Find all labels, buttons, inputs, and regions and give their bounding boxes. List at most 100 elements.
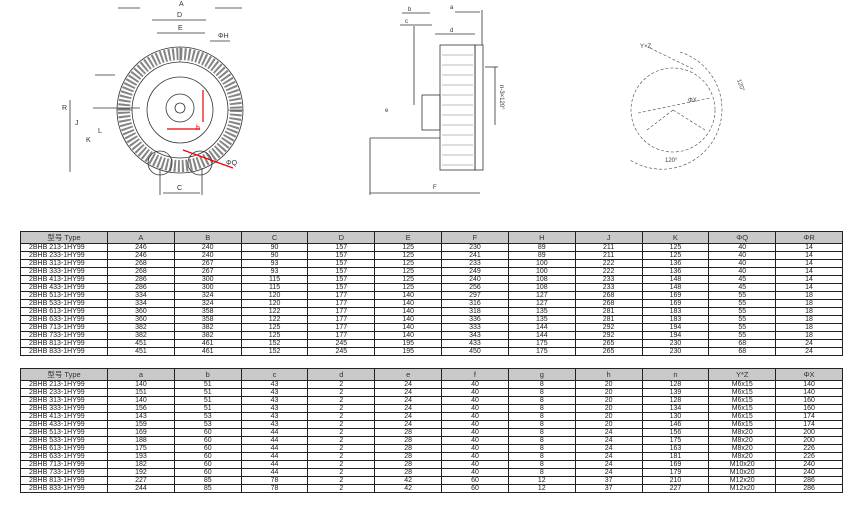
dimension-cell: 2 xyxy=(307,460,376,469)
dimension-cell: M6x15 xyxy=(708,396,777,405)
column-header: A xyxy=(107,231,175,244)
dimension-cell: 14 xyxy=(775,259,843,268)
dimension-cell: 44 xyxy=(240,452,309,461)
dimension-cell: 60 xyxy=(173,436,242,445)
dimension-cell: 292 xyxy=(574,331,643,340)
dimension-cell: 93 xyxy=(240,259,309,268)
dimension-cell: 125 xyxy=(374,275,443,284)
dimension-cell: 125 xyxy=(374,283,443,292)
dimension-cell: 100 xyxy=(507,267,576,276)
dimension-cell: 51 xyxy=(173,388,242,397)
dimension-cell: 40 xyxy=(441,396,509,405)
column-header: ΦX xyxy=(775,368,843,381)
dimension-cell: 55 xyxy=(708,315,777,324)
dimension-cell: 343 xyxy=(441,331,509,340)
dimension-cell: 40 xyxy=(441,420,509,429)
dimension-cell: 40 xyxy=(441,380,509,389)
dimension-cell: 125 xyxy=(240,331,309,340)
column-header: g xyxy=(507,368,576,381)
dimension-cell: 144 xyxy=(507,323,576,332)
dimension-cell: 24 xyxy=(574,428,643,437)
dimension-cell: 451 xyxy=(107,347,175,356)
model-type-cell: 2BHB 213-1HY99 xyxy=(20,380,108,389)
svg-text:d: d xyxy=(450,28,453,34)
dimension-cell: 125 xyxy=(374,251,443,260)
svg-text:D: D xyxy=(177,12,182,19)
dimension-cell: 195 xyxy=(374,347,443,356)
dimension-cell: 233 xyxy=(574,275,643,284)
svg-text:c: c xyxy=(405,19,408,25)
dimension-cell: 148 xyxy=(641,283,710,292)
dimension-cell: 245 xyxy=(307,347,376,356)
dimension-cell: 40 xyxy=(441,468,509,477)
dimension-cell: 159 xyxy=(107,420,175,429)
dimension-cell: 130 xyxy=(641,412,710,421)
dimension-cell: 268 xyxy=(574,291,643,300)
dimension-cell: 125 xyxy=(641,251,710,260)
dimension-cell: 37 xyxy=(574,484,643,493)
dimension-cell: 28 xyxy=(374,444,443,453)
dimension-cell: 265 xyxy=(574,339,643,348)
dimension-cell: M8x20 xyxy=(708,444,777,453)
dimension-cell: 241 xyxy=(441,251,509,260)
dimension-cell: M12x20 xyxy=(708,484,777,493)
column-header: F xyxy=(441,231,509,244)
dimension-cell: 177 xyxy=(307,299,376,308)
dimension-cell: 28 xyxy=(374,436,443,445)
dimension-cell: 2 xyxy=(307,412,376,421)
dimension-cell: 200 xyxy=(775,428,843,437)
dimension-cell: 40 xyxy=(708,267,777,276)
dimension-cell: 156 xyxy=(641,428,710,437)
dimension-cell: 18 xyxy=(775,331,843,340)
dimension-cell: 140 xyxy=(374,323,443,332)
dimension-cell: 177 xyxy=(307,323,376,332)
column-header: K xyxy=(641,231,710,244)
dimension-cell: 44 xyxy=(240,444,309,453)
svg-text:L: L xyxy=(98,128,102,135)
dimension-cell: 157 xyxy=(307,267,376,276)
dimension-cell: 175 xyxy=(107,444,175,453)
dimension-cell: 43 xyxy=(240,412,309,421)
dimension-cell: 53 xyxy=(173,420,242,429)
dimension-cell: 140 xyxy=(107,396,175,405)
model-type-cell: 2BHB 213-1HY99 xyxy=(20,243,108,252)
dimension-cell: 14 xyxy=(775,283,843,292)
dimension-cell: 2 xyxy=(307,428,376,437)
dimension-cell: 135 xyxy=(507,307,576,316)
model-type-cell: 2BHB 833-1HY99 xyxy=(20,484,108,493)
svg-text:e: e xyxy=(385,108,389,114)
dimension-cell: 140 xyxy=(374,299,443,308)
dimension-cell: 128 xyxy=(641,396,710,405)
dimension-cell: 177 xyxy=(307,331,376,340)
dimension-cell: 181 xyxy=(641,452,710,461)
dimension-cell: 183 xyxy=(641,315,710,324)
dimension-cell: 226 xyxy=(775,452,843,461)
svg-text:h: h xyxy=(196,125,200,132)
dimension-cell: 18 xyxy=(775,307,843,316)
dimension-cell: 179 xyxy=(641,468,710,477)
dimension-cell: 230 xyxy=(441,243,509,252)
dimension-cell: 24 xyxy=(374,404,443,413)
model-type-cell: 2BHB 333-1HY99 xyxy=(20,267,108,276)
dimension-cell: 40 xyxy=(708,243,777,252)
dimension-cell: M10x20 xyxy=(708,460,777,469)
dimension-cell: 43 xyxy=(240,388,309,397)
dimension-cell: 233 xyxy=(574,283,643,292)
dimension-cell: 51 xyxy=(173,380,242,389)
dimension-cell: 157 xyxy=(307,259,376,268)
model-type-cell: 2BHB 433-1HY99 xyxy=(20,283,108,292)
dimension-cell: 152 xyxy=(240,347,309,356)
column-header: B xyxy=(173,231,242,244)
dimension-cell: 108 xyxy=(507,283,576,292)
dimension-cell: 125 xyxy=(240,323,309,332)
dimension-cell: 42 xyxy=(374,484,443,493)
svg-text:a: a xyxy=(450,5,454,11)
svg-text:ΦQ: ΦQ xyxy=(226,160,238,167)
